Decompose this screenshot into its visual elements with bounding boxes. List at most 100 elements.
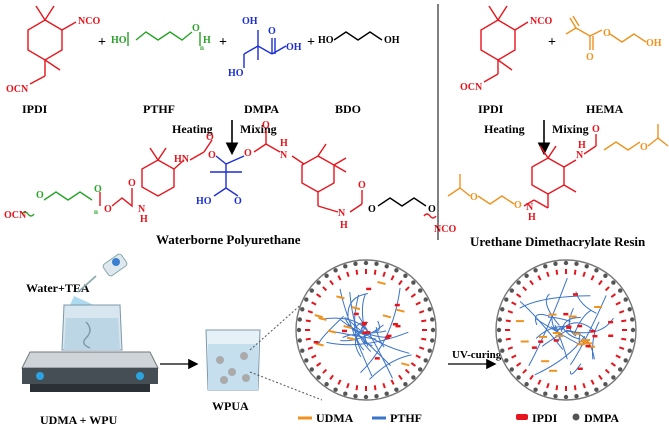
dmpa-dot	[309, 288, 314, 293]
ipdi-rim-bar	[316, 293, 322, 298]
ipdi-rim-bar	[410, 293, 416, 298]
hema-o-ester: O	[603, 28, 611, 39]
ipdi-rim-bar	[615, 354, 621, 359]
ipdi-unit	[394, 303, 400, 307]
ipdi-right-ocn: OCN	[460, 82, 483, 93]
pthf-chain	[326, 331, 409, 346]
dmpa-dot	[297, 317, 302, 322]
bdo-oh-label: OH	[384, 35, 400, 46]
plus-sign: +	[219, 35, 227, 50]
dmpa-dot	[316, 280, 321, 285]
ipdi-unit	[366, 287, 372, 291]
ipdi-structure-left	[27, 5, 77, 85]
wpua-label: WPUA	[212, 399, 249, 413]
dmpa-ho-label: HO	[228, 68, 244, 79]
dmpa-dot	[430, 338, 435, 343]
dmpa-dot	[584, 264, 589, 269]
ipdi-rim-bar	[305, 319, 311, 323]
ipdi-rim-bar	[311, 301, 317, 306]
pthf-chain	[592, 321, 600, 360]
ipdi-unit	[577, 324, 583, 328]
udma-o-4: O	[470, 192, 478, 203]
wpu-hn-label: HN	[174, 154, 190, 165]
pthf-chain	[369, 354, 412, 380]
dmpa-dot	[343, 391, 348, 396]
dmpa-dot	[411, 280, 416, 285]
dmpa-dot	[627, 348, 632, 353]
dmpa-dot	[384, 391, 389, 396]
dmpa-dot	[630, 327, 636, 333]
dmpa-dot	[394, 268, 399, 273]
ipdi-rim-bar	[522, 286, 528, 292]
legend-ipdi-swatch	[516, 414, 528, 420]
ipdi-unit	[374, 357, 380, 360]
ipdi-rim-bar	[329, 280, 334, 286]
pthf-chain	[358, 315, 393, 379]
udma-segment	[315, 342, 324, 347]
pthf-chain	[360, 326, 363, 334]
cured-particle	[495, 259, 637, 401]
udma-n-2: N	[526, 202, 534, 213]
dmpa-dot	[430, 317, 435, 322]
ipdi-rim-bar	[590, 379, 595, 385]
pthf-structure	[127, 31, 201, 46]
ipdi-unit	[592, 334, 598, 338]
ipdi-rim-bar	[398, 280, 403, 286]
udma-segment	[327, 329, 337, 334]
dmpa-dot	[343, 264, 348, 269]
dmpa-dot	[630, 338, 635, 343]
dmpa-dot	[309, 367, 314, 372]
ipdi-rim-bar	[346, 382, 350, 389]
plus-sign: +	[98, 35, 106, 50]
ipdi-unit	[392, 323, 398, 326]
dmpa-dot	[324, 273, 329, 278]
wpu-ocn-end: OCN	[4, 210, 27, 221]
bdo-label: BDO	[335, 102, 361, 116]
dmpa-dot	[374, 261, 379, 266]
stir-hotplate-icon	[21, 304, 159, 392]
dmpa-dot	[418, 367, 423, 372]
wpu-o-9: O	[262, 120, 270, 131]
udma-segment	[318, 316, 327, 321]
ipdi-rim-bar	[355, 269, 359, 275]
ipdi-rim-bar	[537, 275, 542, 281]
ipdi-rim-bar	[604, 286, 610, 292]
dmpa-dot	[630, 317, 635, 322]
ipdi-rim-bar	[355, 385, 359, 391]
ipdi-rim-bar	[398, 374, 403, 380]
dmpa-dot	[353, 394, 358, 399]
plus-sign: +	[548, 35, 556, 50]
ipdi-rim-bar	[516, 362, 522, 367]
wpu-o-12: O	[428, 204, 436, 215]
dmpa-dot	[297, 338, 302, 343]
wpu-o-1: O	[36, 190, 44, 201]
particle-rim-cured	[496, 260, 636, 400]
udma-h-2: H	[528, 212, 536, 223]
ipdi-label-right: IPDI	[478, 102, 504, 116]
wpu-h-1: H	[140, 214, 148, 225]
ipdi-rim-bar	[590, 275, 595, 281]
ipdi-rim-bar	[307, 346, 314, 350]
ipdi-rim-bar	[382, 271, 386, 278]
ipdi-label-left: IPDI	[22, 102, 48, 116]
legend-udma-label: UDMA	[316, 411, 354, 425]
dmpa-dot	[427, 348, 432, 353]
udma-segment	[314, 314, 323, 319]
wpua-particle	[295, 259, 437, 401]
dmpa-dot	[497, 317, 502, 322]
ipdi-rim-bar	[529, 280, 534, 286]
ipdi-structure-right	[480, 5, 529, 83]
hema-oh: OH	[646, 38, 662, 49]
ipdi-rim-bar	[415, 301, 421, 306]
wpu-h-2: H	[280, 138, 288, 149]
pthf-chain	[354, 294, 365, 351]
bdo-structure	[333, 31, 383, 41]
dmpa-dot	[496, 327, 502, 333]
dmpa-dot	[533, 268, 538, 273]
pthf-chain	[569, 295, 607, 366]
pthf-chain	[551, 314, 564, 331]
dmpa-dot	[304, 358, 309, 363]
dmpa-dot	[611, 375, 616, 380]
pthf-chain	[564, 330, 595, 360]
